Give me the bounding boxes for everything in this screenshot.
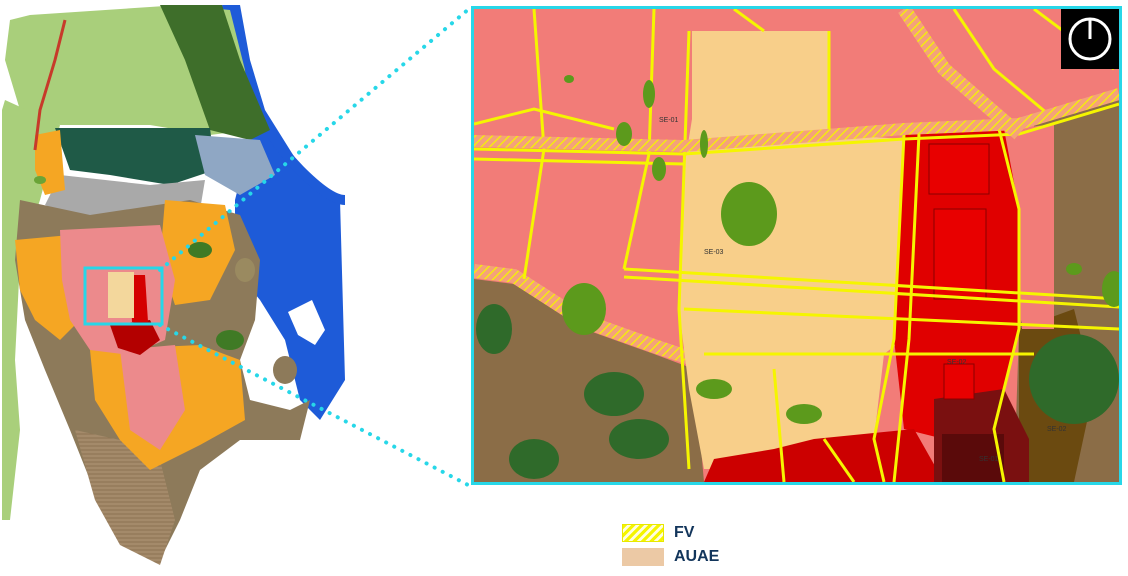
zone-label-1: SE-01 [659,117,679,124]
legend-swatch-auae [622,548,664,566]
compass-panel [1061,9,1119,69]
zone-light-green-west [2,100,60,520]
legend-item-auae: AUAE [622,546,719,568]
fv-road-network [474,9,1119,482]
red-block-2 [933,208,987,300]
park-patch-1 [34,176,46,184]
legend-swatch-fv [622,524,664,542]
red-block-1 [928,143,990,195]
zone-label-3: SE-02 [947,359,967,366]
zone-teal-band [55,128,215,185]
zone-label-5: SE-02 [1047,426,1067,433]
zone-blue-grey [195,135,275,195]
overview-map [2,5,470,565]
power-north-icon [1068,17,1112,61]
connector-bottom [158,323,470,488]
zone-label-4: SE-01 [979,456,999,463]
zone-red-core [110,320,160,355]
zoom-highlight-box [83,266,164,326]
park-patch-2 [188,242,212,258]
dark-vegetation [476,304,1119,479]
legend: FV AUAE [622,522,719,570]
fv-buffer-north [474,88,1119,153]
zone-dark-green-north [160,5,270,140]
legend-item-fv: FV [622,522,719,544]
park-patch-5 [273,356,297,384]
detail-map-frame: SE-01 SE-03 SE-02 SE-01 SE-02 [471,6,1122,485]
zone-red-center [130,275,148,322]
red-block-3 [943,363,975,400]
connector-top [158,6,470,272]
park-patch-3 [216,330,244,350]
white-island [288,300,325,345]
legend-label-auae: AUAE [674,548,720,565]
zone-darkest-block [942,434,1004,482]
park-patch-4 [235,258,255,282]
fv-buffer-diagonal [898,9,1024,140]
zone-pink-south [120,345,185,450]
vegetation-patches [562,75,1119,424]
main-road [33,19,67,151]
zone-tan-center [108,272,134,318]
zone-pink-east [1014,124,1054,329]
detail-map: SE-01 SE-03 SE-02 SE-01 SE-02 [474,9,1119,482]
zone-label-2: SE-03 [704,249,724,256]
legend-label-fv: FV [674,524,695,541]
zone-red-south [704,429,944,482]
